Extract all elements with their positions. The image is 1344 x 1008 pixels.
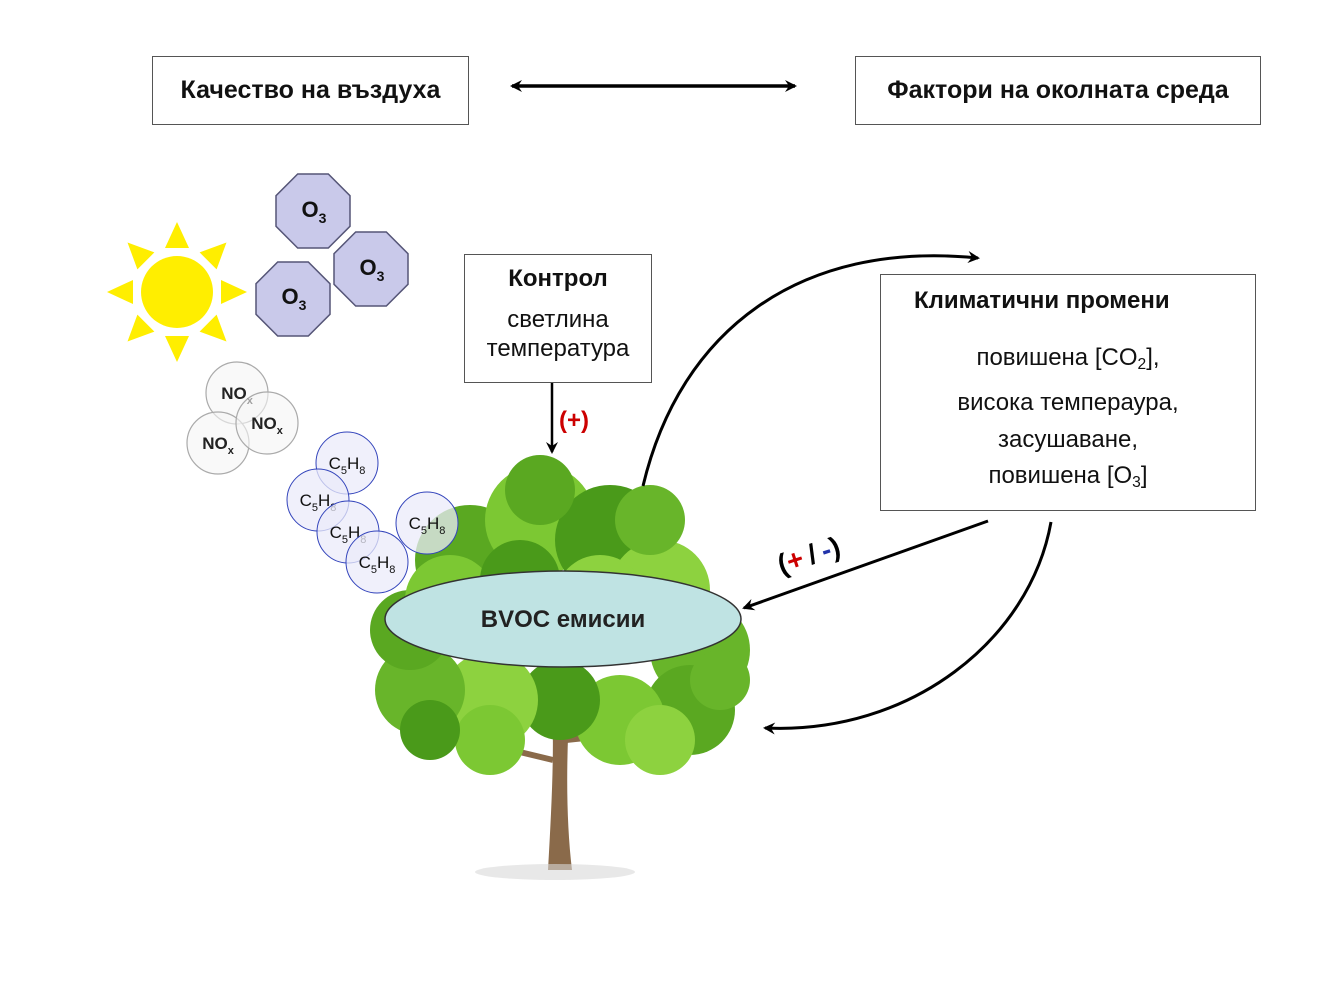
feedback-sign: (+/-) [773,531,844,580]
climate-drought: засушаване, [997,425,1139,453]
ozone-molecule: O3 [255,261,331,337]
environment-factors-box: Фактори на околната среда [855,56,1261,125]
svg-text:O3: O3 [302,197,327,226]
sun-ray [221,280,247,304]
bvoc-emissions-ellipse: BVOC емисии [384,570,742,668]
ozone-molecule: O3 [333,231,409,307]
nox-molecule: NOx [235,391,299,455]
foliage-blob [455,705,525,775]
control-light: светлина [507,306,609,333]
svg-text:C5H8: C5H8 [409,514,446,537]
climate-co2: повишена [CO2], [976,344,1160,373]
sun-ray [127,314,155,342]
climate-title: Климатични промени [914,287,1170,314]
foliage-blob [625,705,695,775]
foliage-blob [520,660,600,740]
isoprene-molecule: C5H8 [345,530,409,594]
sun-ray [199,242,227,270]
air-quality-box: Качество на въздуха [152,56,469,125]
control-sign: (+) [559,407,589,434]
svg-text:C5H8: C5H8 [359,553,396,576]
svg-text:(+/-): (+/-) [773,531,844,580]
foliage-blob [615,485,685,555]
foliage-blob [690,650,750,710]
control-temperature: температура [486,335,630,362]
isoprene-molecule: C5H8 [395,491,459,555]
climate-to-bvoc-arrow [742,519,989,611]
curved-arrow-to-climate [641,251,980,487]
sun-ray [165,336,189,362]
control-box: Контрол светлина температура [464,254,652,383]
foliage-blob [400,700,460,760]
sun-ray [127,242,155,270]
sun-ray [107,280,133,304]
svg-text:NOx: NOx [202,434,235,457]
sun-icon [107,222,247,362]
curved-arrow-to-tree [763,521,1053,735]
foliage-blob [505,455,575,525]
control-title: Контрол [508,265,608,292]
climate-temperature: висока темпераура, [957,388,1179,416]
climate-o3: повишена [O3] [988,461,1148,491]
air-quality-label: Качество на въздуха [180,76,441,104]
svg-text:NOx: NOx [251,414,284,437]
svg-text:BVOC емисии: BVOC емисии [481,606,645,633]
sun-ray [199,314,227,342]
sun-ray [165,222,189,248]
climate-change-box: Климатични промени повишена [CO2], висок… [880,274,1256,511]
svg-text:O3: O3 [360,255,385,284]
svg-text:O3: O3 [282,284,307,313]
svg-text:C5H8: C5H8 [329,454,366,477]
ozone-molecule: O3 [275,173,351,249]
environment-factors-label: Фактори на околната среда [887,76,1229,104]
